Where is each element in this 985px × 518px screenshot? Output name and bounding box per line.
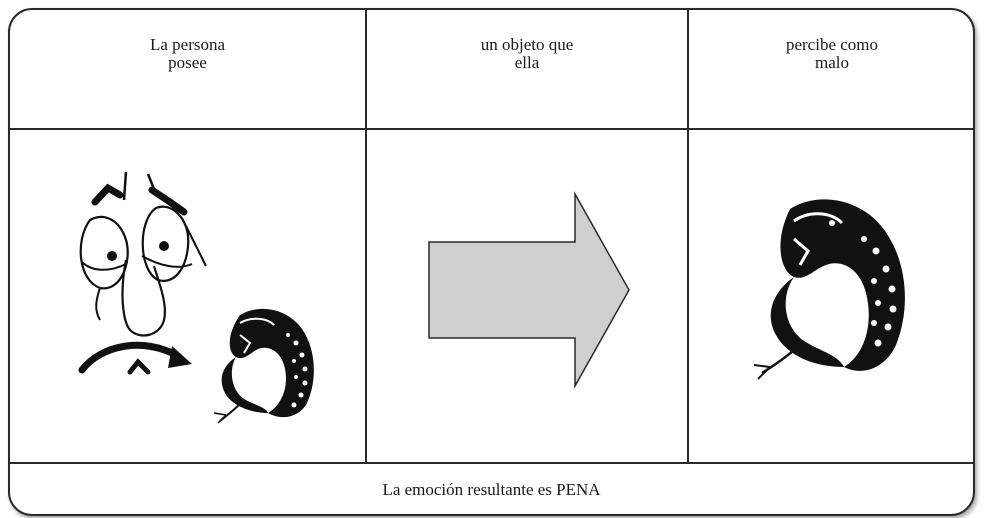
right-arrow-icon [428, 191, 630, 389]
snake-small-icon [213, 308, 314, 424]
header-cell-1-line1: La persona [149, 35, 226, 54]
diagram-frame: La persona posee un objeto que ella perc… [8, 8, 975, 516]
header-cell-2-line1: un objeto que [480, 35, 574, 54]
snake-large-icon [753, 199, 905, 380]
header-cell-2: un objeto que ella [367, 36, 687, 72]
header-cell-2-line2: ella [514, 53, 540, 72]
column-divider-1 [365, 10, 367, 464]
header-cell-3-line2: malo [815, 53, 849, 72]
header-cell-3: percibe como malo [689, 35, 973, 72]
header-cell-1: La persona posee [10, 36, 365, 72]
header-cell-3-line1: percibe como [785, 35, 879, 54]
column-divider-2 [687, 10, 689, 464]
header-cell-1-line2: posee [168, 53, 207, 72]
image-row [10, 130, 973, 464]
sad-face-icon [78, 171, 207, 375]
footer-caption: La emoción resultante es PENA [382, 480, 601, 499]
header-row: La persona posee un objeto que ella perc… [10, 10, 973, 130]
footer-row: La emoción resultante es PENA [10, 464, 973, 514]
